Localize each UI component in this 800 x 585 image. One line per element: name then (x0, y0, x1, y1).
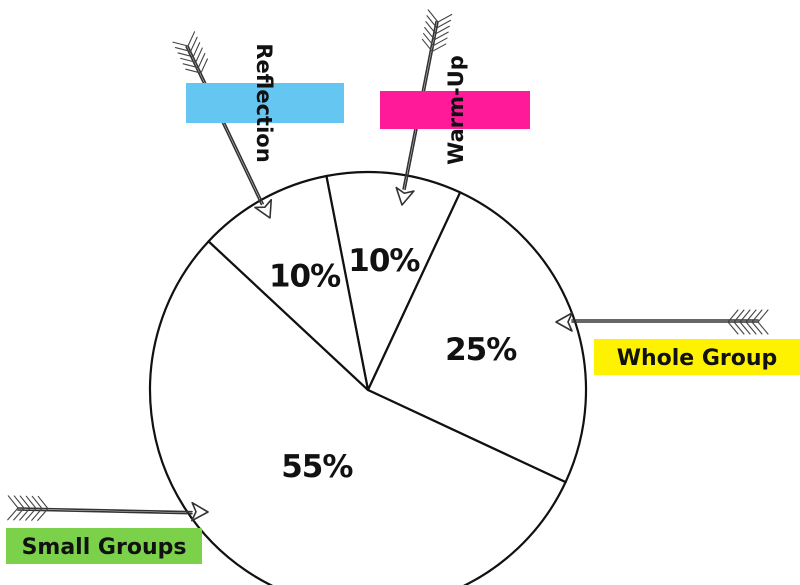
pie-slice-reflection (207, 174, 370, 392)
pie-slice-warm-up (325, 170, 462, 392)
callout-label-reflection: Reflection (252, 43, 276, 162)
callout-tag-warm-up (380, 91, 530, 129)
callout-whole-group: Whole Group (555, 309, 800, 375)
callout-small-groups: Small Groups (6, 495, 209, 564)
pie-slice-whole-group (366, 191, 588, 484)
callout-label-warm-up: Warm-Up (444, 55, 468, 165)
pie-slice-small-groups (148, 240, 567, 585)
slice-label-small-groups: 55% (281, 449, 353, 485)
callout-reflection: Reflection (172, 31, 344, 219)
callout-label-whole-group: Whole Group (617, 346, 778, 371)
callout-label-small-groups: Small Groups (22, 535, 187, 560)
pie-percent-labels: 10% 25% 55% 10% (269, 243, 518, 485)
slice-label-whole-group: 25% (445, 332, 517, 368)
callout-warm-up: Warm-Up (380, 9, 530, 206)
callout-tag-whole-group (594, 339, 800, 375)
callout-tag-small-groups (6, 528, 202, 564)
pie-slices (148, 170, 588, 585)
callout-tag-reflection (186, 83, 344, 123)
slice-label-warm-up: 10% (348, 243, 420, 279)
slice-label-reflection: 10% (269, 259, 341, 295)
